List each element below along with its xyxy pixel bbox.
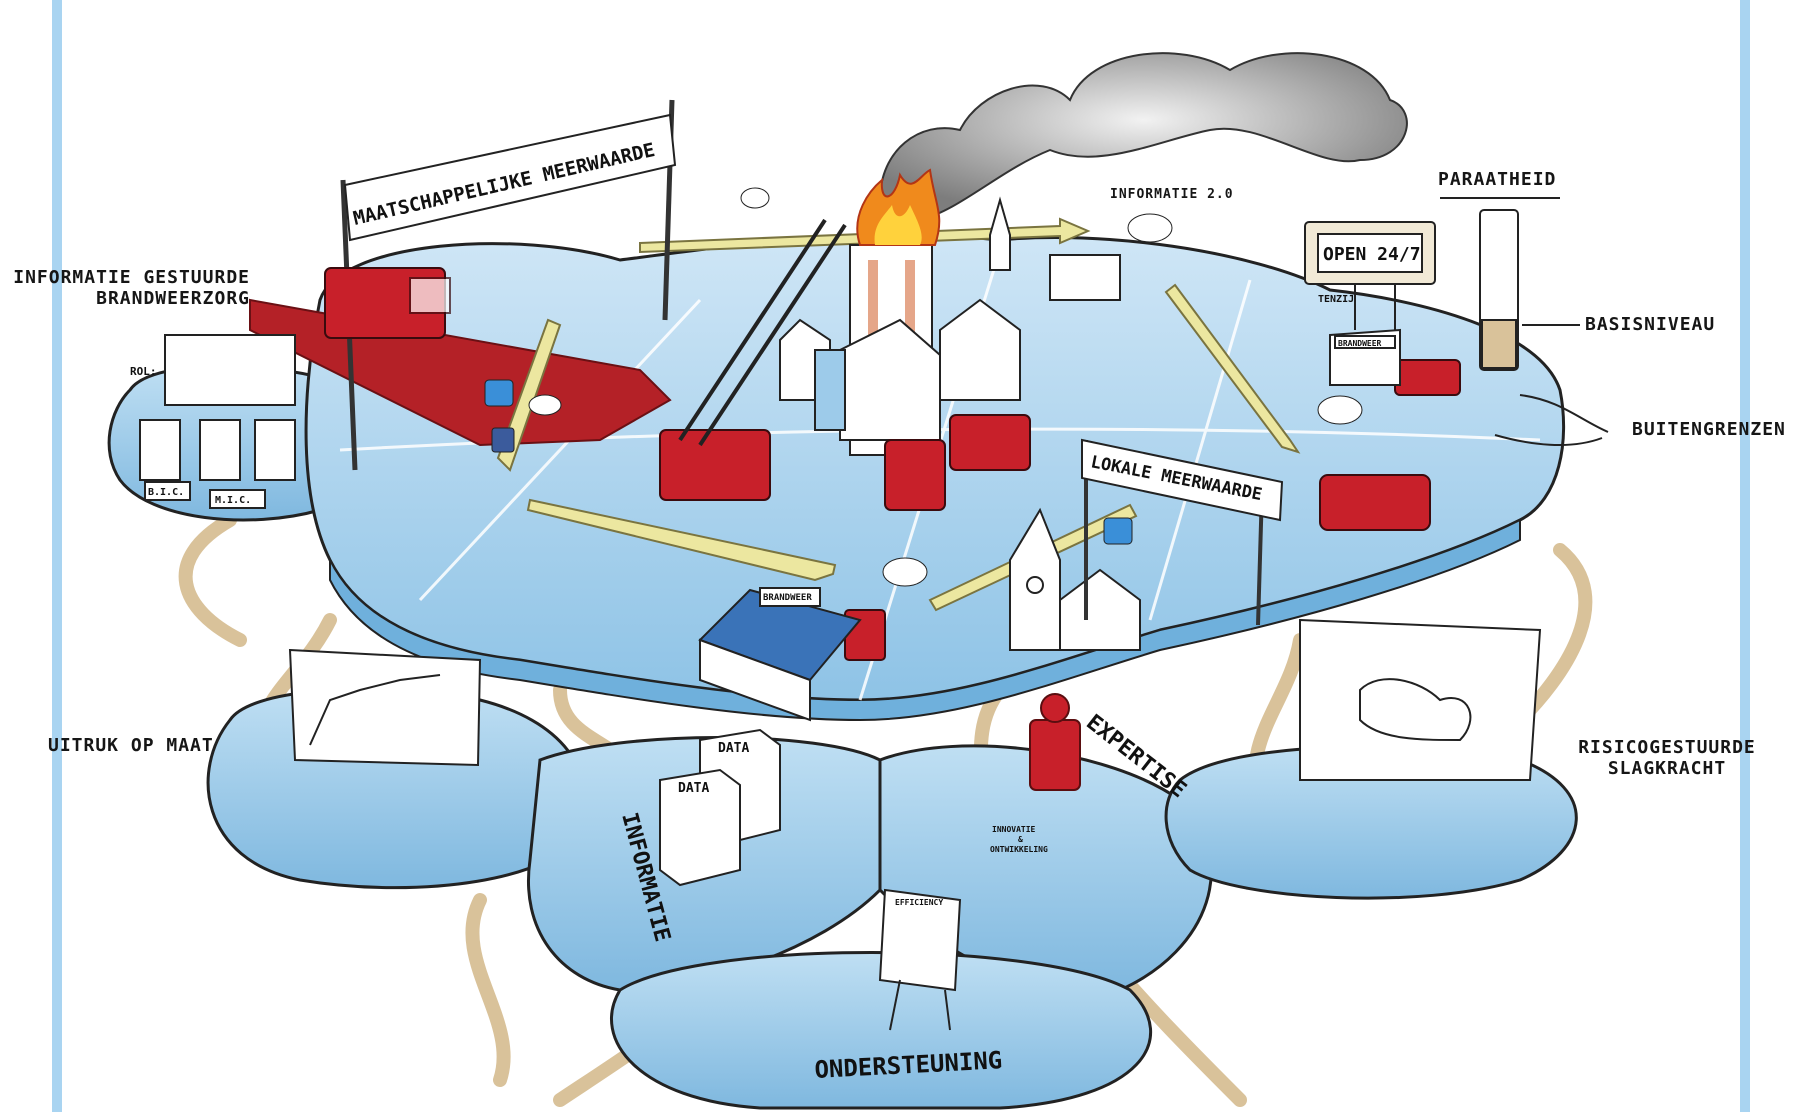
church — [1009, 507, 1141, 651]
data-label-1: DATA — [718, 741, 749, 756]
side-frame — [52, 0, 1750, 1112]
risicogestuurde-line-1: RISICOGESTUURDE — [1578, 737, 1756, 758]
map-board — [1299, 618, 1542, 781]
data-label-2: DATA — [678, 781, 709, 796]
paraatheid-gauge — [1440, 197, 1560, 371]
platform-rim — [329, 518, 1521, 722]
paraatheid-label: PARAATHEID — [1438, 169, 1557, 190]
innovatie-label-2: & — [1018, 835, 1023, 844]
fire-station — [698, 587, 862, 722]
chart-board — [288, 648, 482, 767]
risicogestuurde-line-2: SLAGKRACHT — [1607, 757, 1727, 779]
smoke-cloud — [878, 52, 1408, 222]
innovatie-label-3: ONTWIKKELING — [990, 845, 1048, 854]
expertise-robot — [1029, 693, 1081, 791]
bic-label: B.I.C. — [148, 487, 184, 498]
truck-ladder — [659, 429, 771, 501]
speech-bubble-icon — [528, 394, 562, 416]
truck-right — [1319, 474, 1431, 531]
basisniveau-label: BASISNIVEAU — [1585, 314, 1716, 335]
efficiency-easel — [878, 888, 962, 1031]
label-pointers — [1494, 324, 1609, 446]
rol-label: ROL: — [130, 365, 157, 378]
speech-bubble-icon-2 — [740, 187, 770, 209]
brandweer-sign-text: BRANDWEER — [1338, 339, 1382, 348]
truck-small — [884, 439, 946, 511]
tenzij-sign-text: TENZIJ — [1318, 294, 1354, 305]
uitruk-op-maat-label: UITRUK OP MAAT — [48, 735, 214, 756]
risicogestuurde-label: RISICOGESTUURDE SLAGKRACHT — [1572, 737, 1762, 779]
mic-label: M.I.C. — [215, 495, 251, 506]
brandweer-station-sign-text: BRANDWEER — [763, 593, 812, 603]
speech-bubble-icon-4 — [1317, 395, 1363, 425]
innovatie-label-1: INNOVATIE — [992, 825, 1036, 834]
kazerne-right — [1329, 328, 1401, 386]
data-cabinets — [659, 728, 781, 887]
facebook-icon — [491, 427, 515, 453]
open-sign-text: OPEN 24/7 — [1323, 244, 1421, 265]
open-billboard — [1304, 221, 1436, 330]
informatie-gestuurde-line-2: BRANDWEERZORG — [96, 287, 250, 309]
speech-bubble-icon-5 — [882, 557, 928, 587]
social-icons — [484, 187, 1363, 587]
buitengrenzen-label: BUITENGRENZEN — [1632, 419, 1786, 440]
truck-center — [949, 414, 1031, 471]
control-room — [139, 334, 296, 509]
twitter-icon-2 — [1103, 517, 1133, 545]
informatie-20-label: INFORMATIE 2.0 — [1110, 187, 1234, 202]
fire-trucks — [324, 218, 1461, 661]
central-buildings — [779, 196, 1121, 441]
informatie-gestuurde-label: INFORMATIE GESTUURDE BRANDWEERZORG — [10, 267, 250, 309]
truck-paraat — [1394, 359, 1461, 396]
efficiency-label: EFFICIENCY — [895, 898, 943, 907]
lokale-banner — [1081, 438, 1284, 626]
pool-ondersteuning — [610, 951, 1153, 1110]
informatie-gestuurde-line-1: INFORMATIE GESTUURDE — [13, 267, 250, 288]
twitter-icon — [484, 379, 514, 407]
speech-bubble-icon-3 — [1127, 213, 1173, 243]
